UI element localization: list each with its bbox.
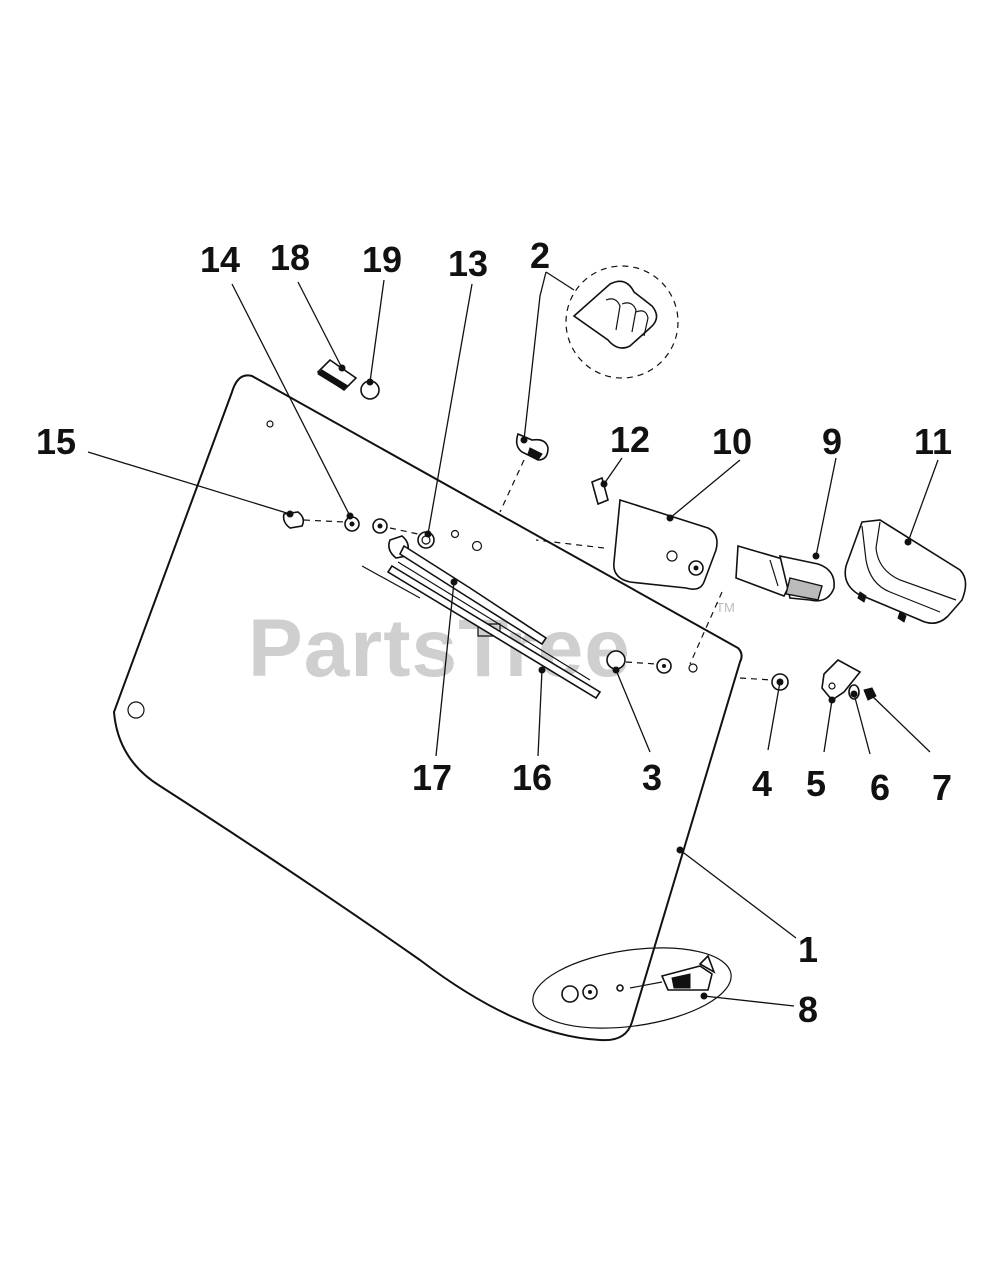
part-10-cover-plate <box>613 498 718 590</box>
callout-19: 19 <box>362 239 402 280</box>
callout-6: 6 <box>870 767 890 808</box>
glass-hole-1 <box>450 529 460 539</box>
part-5-bracket <box>821 659 862 702</box>
callout-17: 17 <box>412 757 452 798</box>
trim-detail-circle <box>565 265 679 379</box>
dash-10-3 <box>689 591 723 665</box>
blade-shadow <box>361 565 421 599</box>
glass-hole-2 <box>471 540 483 552</box>
dash-15-14 <box>303 519 345 523</box>
callout-12: 12 <box>610 419 650 460</box>
watermark-tm: TM <box>716 600 735 615</box>
leader-lines <box>87 271 939 1007</box>
callout-9: 9 <box>822 421 842 462</box>
part-9-wiper-motor <box>735 544 835 602</box>
callout-11: 11 <box>914 421 952 462</box>
callout-13: 13 <box>448 243 488 284</box>
windshield-glass <box>112 374 743 1042</box>
callout-7: 7 <box>932 767 952 808</box>
part-11-motor-housing <box>844 519 967 624</box>
part-8-washer-1 <box>561 985 579 1003</box>
part-12-clip <box>591 476 609 506</box>
callout-14: 14 <box>200 239 240 280</box>
dash-glass-4 <box>739 677 773 681</box>
part-8-nut <box>616 984 624 992</box>
callout-4: 4 <box>752 763 772 804</box>
trim-profile <box>572 280 658 349</box>
callout-10: 10 <box>712 421 752 462</box>
callout-8: 8 <box>798 989 818 1030</box>
part-8-detail-ellipse <box>532 947 732 1029</box>
dash-3-washer <box>625 661 657 665</box>
part-18-clip <box>316 358 358 392</box>
glass-hole-left <box>127 701 145 719</box>
part-16-wiper-blade <box>386 561 602 700</box>
part-8-hinge <box>629 954 716 991</box>
callout-15: 15 <box>36 421 76 462</box>
callout-3: 3 <box>642 757 662 798</box>
dash-clip-to-glass <box>499 459 525 513</box>
callout-5: 5 <box>806 763 826 804</box>
callout-labels: 1 2 3 4 5 6 7 8 9 10 11 12 13 14 15 16 1… <box>36 235 952 1030</box>
callout-16: 16 <box>512 757 552 798</box>
callout-2: 2 <box>530 235 550 276</box>
dash-14-13 <box>389 527 419 535</box>
dash-10-glass <box>535 539 605 549</box>
glass-hole-3 <box>688 663 698 673</box>
glass-hole-top <box>266 420 274 428</box>
part-3-grommet <box>606 650 626 670</box>
callout-18: 18 <box>270 237 310 278</box>
callout-1: 1 <box>798 929 818 970</box>
